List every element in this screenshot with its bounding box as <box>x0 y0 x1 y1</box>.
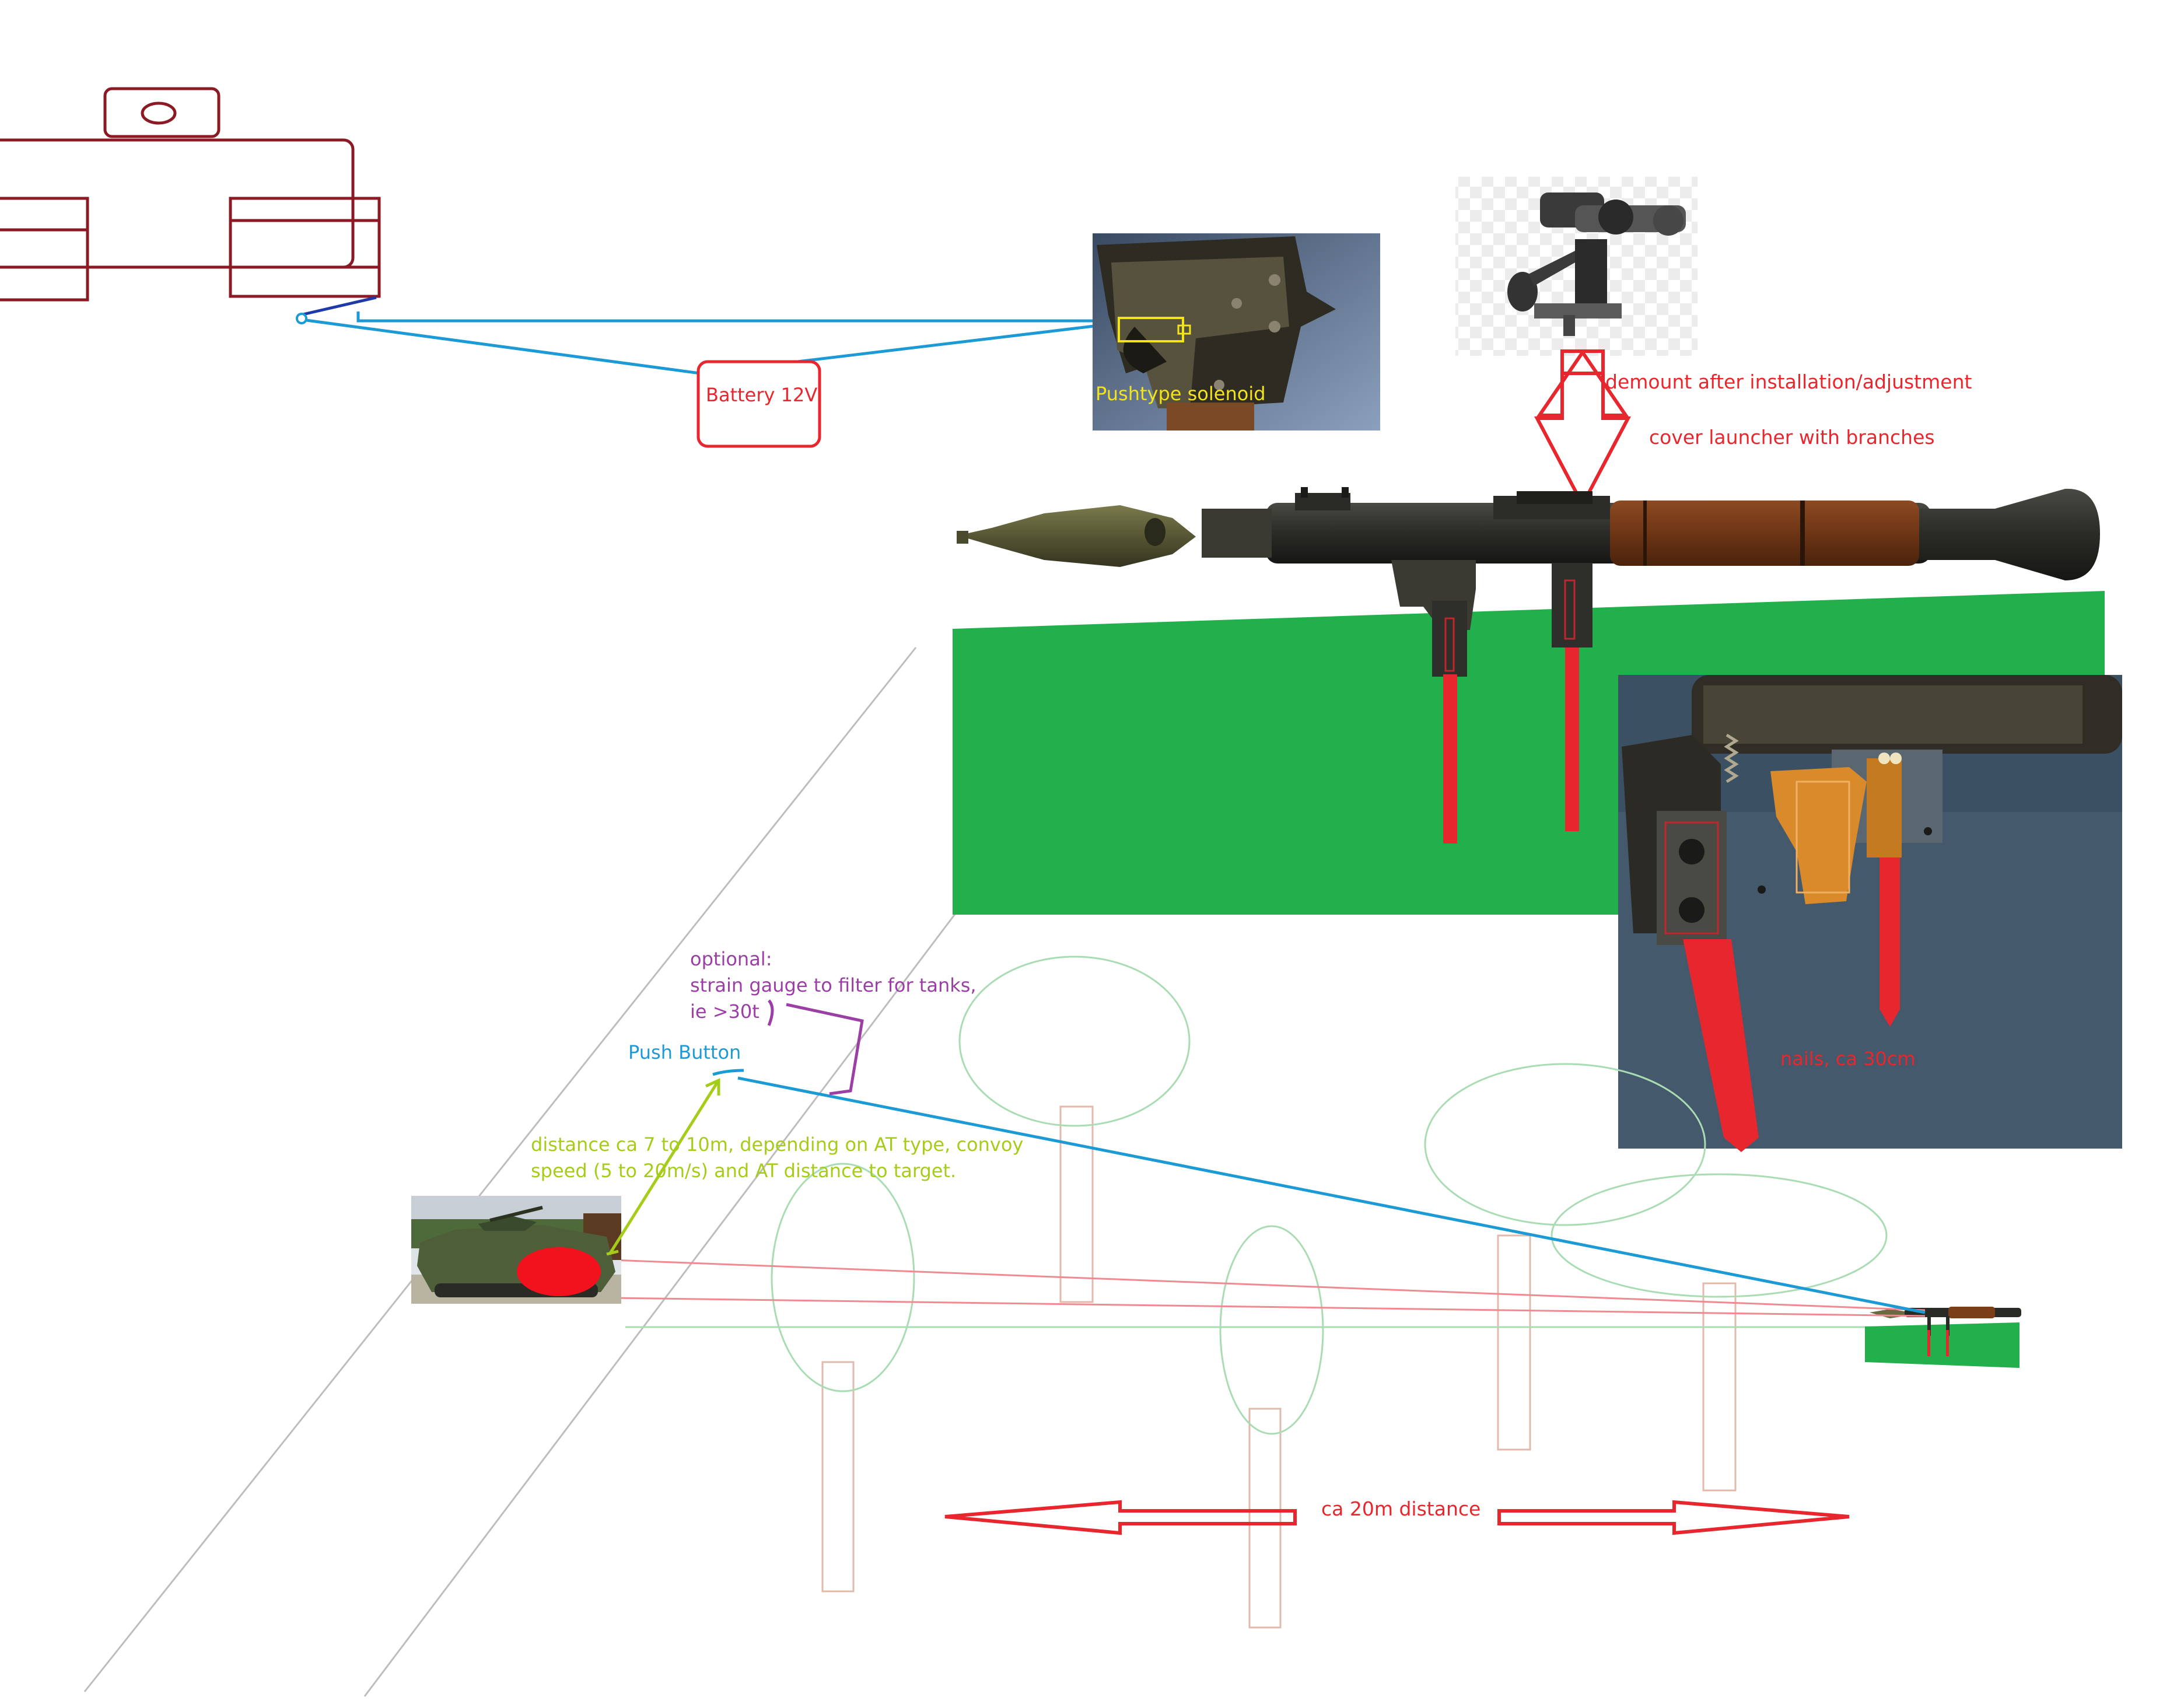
vehicle-hatch <box>103 87 220 138</box>
solenoid-photo <box>1093 233 1380 430</box>
solenoid-marker <box>1118 317 1184 342</box>
tree <box>771 1163 915 1592</box>
nails-label: nails, ca 30cm <box>1780 1048 1916 1070</box>
tree <box>958 956 1191 1303</box>
strain-gauge-note: optional: strain gauge to filter for tan… <box>690 946 977 1025</box>
cover-note: cover launcher with branches <box>1649 426 1935 449</box>
vehicle-left-box <box>0 197 89 269</box>
rpg-launcher <box>957 487 2100 677</box>
road-edges <box>83 647 964 1697</box>
pushbutton-wire <box>712 1069 1926 1314</box>
vehicle-hatch-port <box>141 102 177 125</box>
tree <box>1424 1063 1706 1451</box>
strain-gauge-note-line: strain gauge to filter for tanks, <box>690 974 977 996</box>
demount-note: demount after installation/adjustment <box>1605 370 1972 393</box>
trigger-contact-wire <box>300 296 377 317</box>
push-button-label: Push Button <box>628 1041 741 1063</box>
range-arrow-right <box>1497 1500 1850 1535</box>
small-ground-block <box>1865 1322 2020 1368</box>
nail-left <box>1443 674 1457 844</box>
strain-gauge-note-line: ie >30t <box>690 1000 760 1023</box>
vehicle-left-track <box>0 265 89 302</box>
nails-detail-photo <box>1618 675 2122 1152</box>
distance-note-line: speed (5 to 20m/s) and AT distance to ta… <box>531 1160 957 1182</box>
solenoid-label: Pushtype solenoid <box>1096 383 1266 405</box>
vehicle-body <box>0 138 355 269</box>
battery-box <box>696 360 821 448</box>
trigger-contact <box>296 313 307 324</box>
tree <box>1219 1225 1324 1629</box>
vehicle-right-track <box>229 265 381 298</box>
strain-gauge-note-line: optional: <box>690 948 772 970</box>
distance-note: distance ca 7 to 10m, depending on AT ty… <box>531 1132 1023 1184</box>
trees <box>771 956 1888 1629</box>
battery-label: Battery 12V <box>706 384 818 406</box>
double-arrow-vertical <box>1536 349 1629 417</box>
panel-nail-right <box>1880 858 1900 1027</box>
tree <box>1550 1173 1888 1492</box>
distance-pointer <box>606 1078 720 1256</box>
range-arrow-left <box>944 1500 1297 1535</box>
range-label: ca 20m distance <box>1321 1497 1481 1520</box>
vehicle-outline <box>0 87 381 302</box>
nail-right <box>1565 648 1579 831</box>
aim-lines <box>612 1259 1926 1317</box>
optical-sight-photo <box>1455 177 1698 356</box>
panel-nail-left <box>1683 939 1759 1152</box>
distance-note-line: distance ca 7 to 10m, depending on AT ty… <box>531 1133 1024 1156</box>
target-mark <box>517 1247 601 1296</box>
strain-gauge-link <box>767 999 864 1096</box>
vehicle-right-box <box>229 197 381 269</box>
